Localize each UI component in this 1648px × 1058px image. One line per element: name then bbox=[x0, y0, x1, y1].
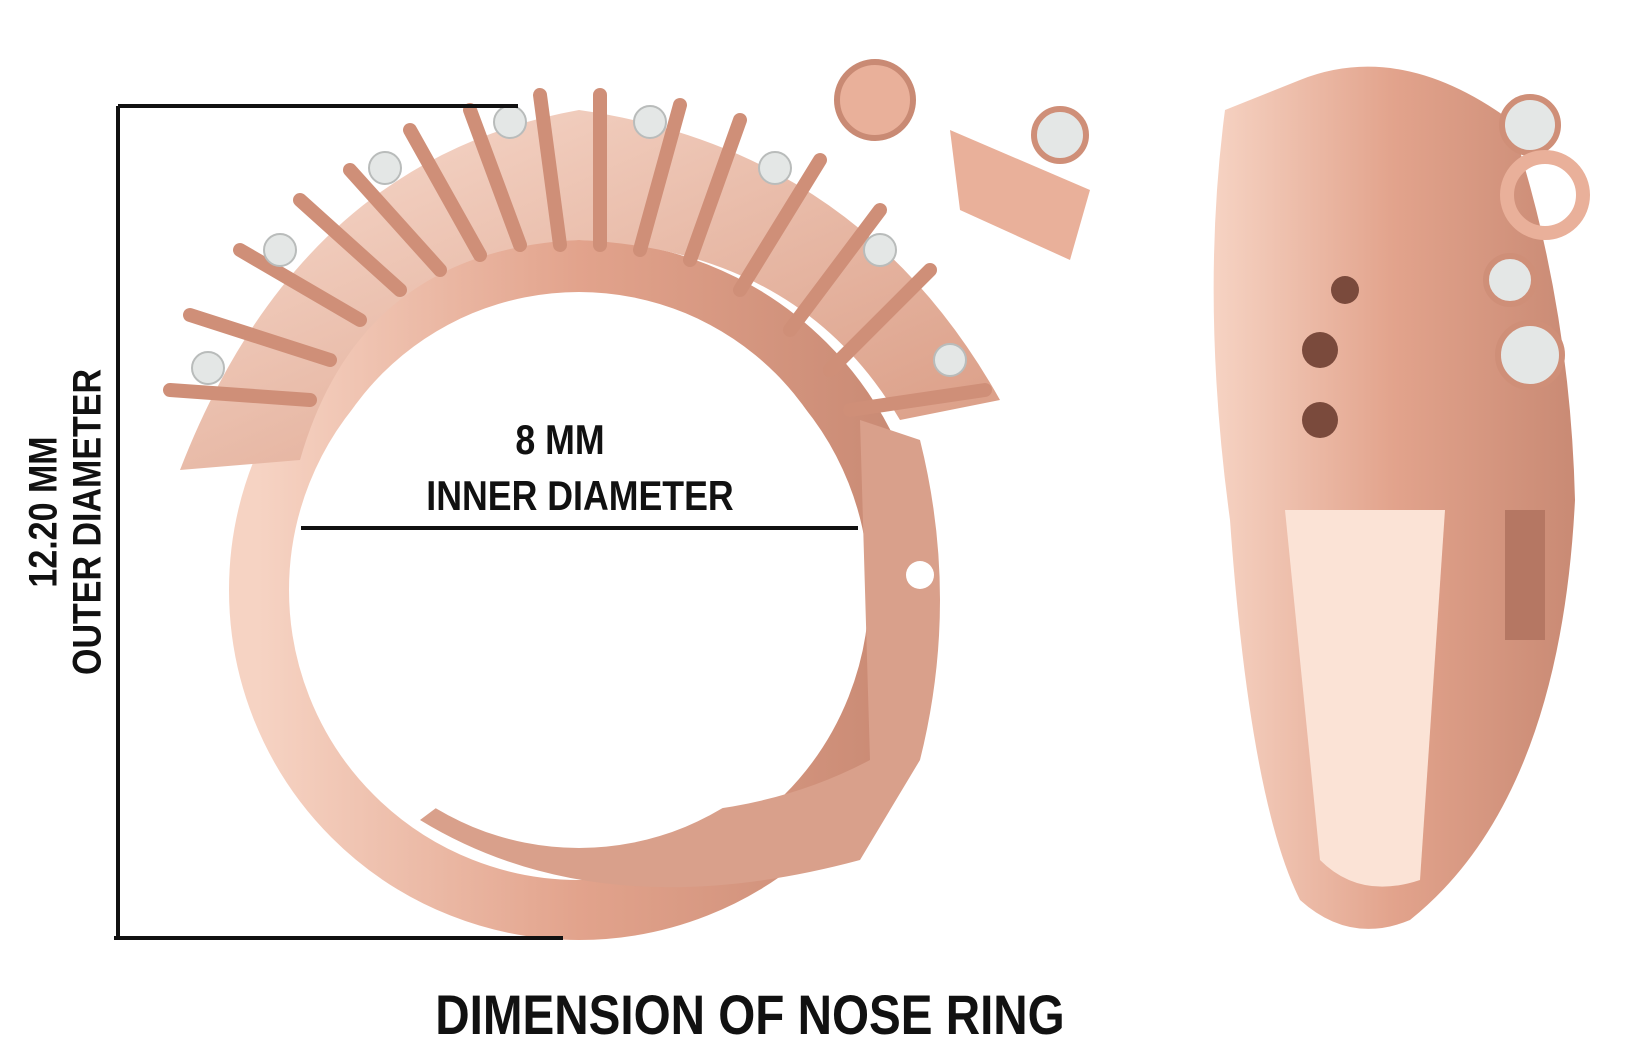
outer-diameter-value: 12.20 MM bbox=[21, 436, 66, 588]
outer-diameter-dimension-lines bbox=[114, 104, 563, 940]
inner-diameter-value: 8 MM bbox=[515, 416, 605, 463]
caption: DIMENSION OF NOSE RING bbox=[435, 983, 1065, 1046]
outer-diameter-label: OUTER DIAMETER bbox=[65, 369, 110, 675]
inner-diameter-label: INNER DIAMETER bbox=[426, 472, 734, 519]
side-view-ring bbox=[1213, 66, 1590, 929]
front-view-ring bbox=[163, 59, 1090, 940]
